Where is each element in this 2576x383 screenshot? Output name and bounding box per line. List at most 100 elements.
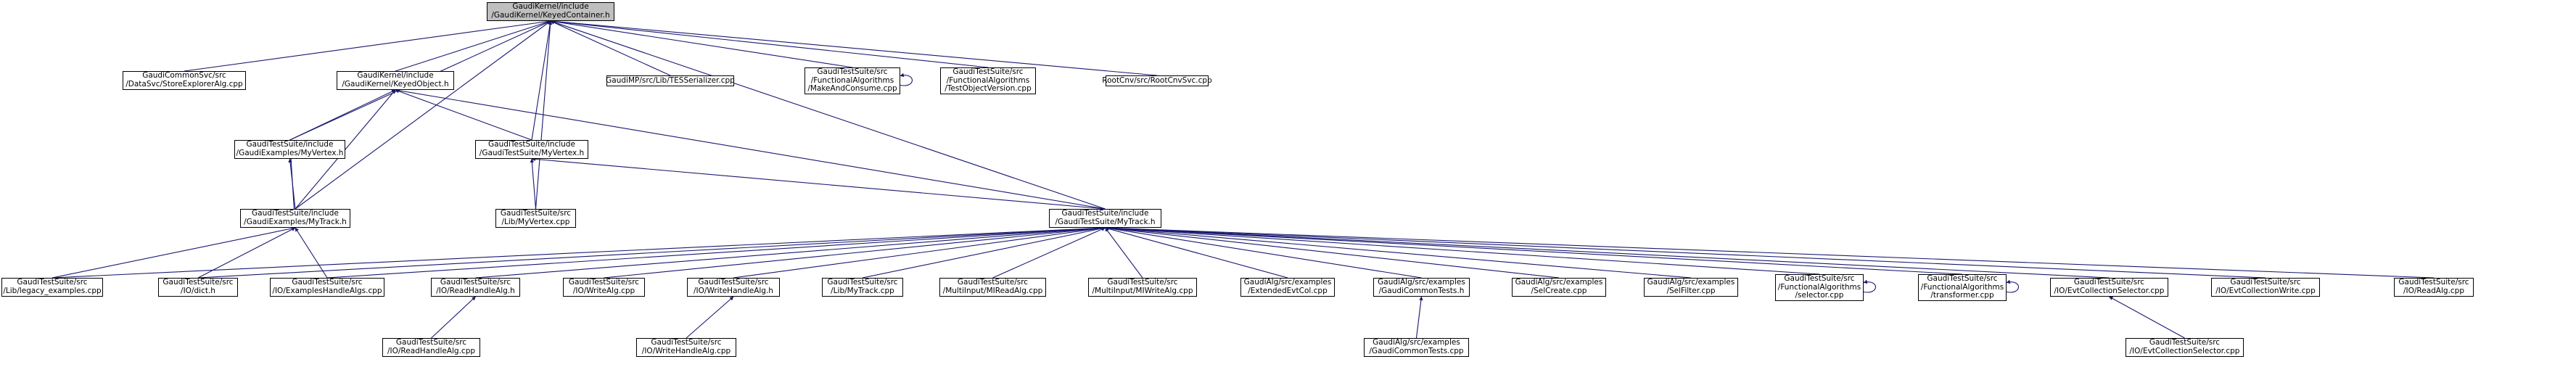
graph-edge [535,20,553,210]
graph-node[interactable]: GaudiTestSuite/src/IO/EvtCollectionSelec… [2126,338,2244,357]
graph-node[interactable]: GaudiTestSuite/src/IO/ReadAlg.cpp [2394,278,2474,297]
graph-node-label-line: GaudiKernel/include [512,2,589,12]
graph-node-label-line: /MakeAndConsume.cpp [807,84,897,94]
graph-node-label-line: /FunctionalAlgorithms [1920,282,2004,292]
graph-node-label-line: /MultiInput/MIReadAlg.cpp [942,287,1043,295]
graph-node[interactable]: GaudiTestSuite/src/IO/WriteHandleAlg.h [687,278,780,297]
graph-edge [1104,226,1692,279]
graph-edge [1104,226,2110,279]
graph-node[interactable]: GaudiTestSuite/src/IO/EvtCollectionSelec… [2050,278,2168,297]
graph-node-label-line: /ExtendedEvtCol.cpp [1248,287,1328,295]
graph-node-label-line: /IO/dict.h [181,287,215,295]
graph-edge [2109,296,2185,339]
graph-node-label-line: GaudiTestSuite/include [252,209,339,218]
graph-node[interactable]: GaudiCommonSvc/src/DataSvc/StoreExplorer… [123,71,246,90]
graph-node[interactable]: GaudiTestSuite/include/GaudiExamples/MyT… [240,209,350,228]
graph-edge [295,227,328,279]
graph-node[interactable]: GaudiKernel/include/GaudiKernel/KeyedObj… [337,71,454,90]
graph-node-label-line: GaudiTestSuite/src [2073,278,2145,287]
graph-node-label-line: /SelFilter.cpp [1666,287,1716,295]
graph-node-label-line: GaudiTestSuite/src [817,67,888,77]
graph-node-label-line: /GaudiKernel/KeyedObject.h [342,80,449,88]
graph-node-label-line: GaudiTestSuite/src [440,278,511,287]
graph-node-label-line: /IO/EvtCollectionSelector.cpp [2054,287,2165,295]
graph-edge [288,158,296,210]
graph-node-label-line: GaudiMP/src/Lib/TESSerializer.cpp [606,75,735,85]
graph-node-label-line: GaudiTestSuite/src [2149,338,2221,347]
graph-edge [686,296,734,339]
graph-edge [1104,226,2266,279]
graph-node-label-line: /IO/WriteHandleAlg.cpp [641,347,731,355]
graph-edge [295,20,551,210]
graph-node-label-line: /GaudiTestSuite/MyVertex.h [479,149,585,157]
graph-edge [862,226,1106,279]
graph-node-label-line: GaudiTestSuite/src [500,209,572,218]
graph-node-label-line: /IO/ReadHandleAlg.h [436,287,515,295]
graph-node-label-line: GaudiAlg/src/examples [1243,278,1332,287]
graph-node[interactable]: RootCnv/src/RootCnvSvc.cpp [1102,75,1212,86]
graph-node-label-line: /Lib/MyVertex.cpp [501,218,570,226]
graph-node-label-line: GaudiAlg/src/examples [1378,278,1465,287]
graph-node-label-line: GaudiAlg/src/examples [1373,338,1460,347]
graph-node-label-line: GaudiTestSuite/src [1927,274,1998,284]
graph-node-label-line: GaudiTestSuite/src [2230,278,2301,287]
graph-edge [1104,226,2435,279]
graph-node[interactable]: GaudiTestSuite/src/FunctionalAlgorithms/… [805,67,900,94]
graph-node-label-line: /IO/ExamplesHandleAlgs.cpp [272,287,382,295]
graph-edge [1105,227,1143,279]
graph-edge [289,89,396,141]
graph-edge [2006,279,2019,293]
graph-node-label-line: GaudiTestSuite/src [1107,278,1178,287]
graph-node[interactable]: GaudiAlg/src/examples/GaudiCommonTests.h [1373,278,1470,297]
graph-node-label-line: /IO/EvtCollectionSelector.cpp [2129,347,2240,355]
graph-node[interactable]: GaudiTestSuite/src/FunctionalAlgorithms/… [1918,274,2007,301]
graph-node[interactable]: GaudiAlg/src/examples/ExtendedEvtCol.cpp [1240,278,1335,297]
graph-edge [992,227,1106,279]
graph-node[interactable]: GaudiTestSuite/src/Lib/legacy_examples.c… [1,278,103,297]
graph-node-label-line: /GaudiExamples/MyVertex.h [236,149,344,157]
graph-node-label-line: GaudiTestSuite/src [1784,274,1855,284]
graph-node-label-line: GaudiTestSuite/src [957,278,1029,287]
graph-node[interactable]: GaudiTestSuite/src/IO/dict.h [158,278,238,297]
graph-node[interactable]: GaudiTestSuite/src/Lib/MyVertex.cpp [495,209,576,228]
graph-node[interactable]: GaudiTestSuite/include/GaudiTestSuite/My… [475,140,588,159]
graph-node[interactable]: GaudiTestSuite/src/MultiInput/MIWriteAlg… [1088,278,1197,297]
graph-edge [530,158,537,210]
graph-edge [1415,296,1423,339]
graph-node-label-line: /selector.cpp [1795,291,1844,300]
graph-edge [52,226,296,279]
graph-edge [550,19,989,68]
graph-node[interactable]: GaudiTestSuite/src/IO/WriteAlg.cpp [563,278,645,297]
graph-node[interactable]: GaudiAlg/src/examples/SelCreate.cpp [1512,278,1606,297]
graph-node-label-line: /Lib/MyTrack.cpp [831,287,894,295]
graph-node[interactable]: GaudiAlg/src/examples/GaudiCommonTests.c… [1364,338,1469,357]
graph-node-label-line: /GaudiExamples/MyTrack.h [244,218,347,226]
graph-node[interactable]: GaudiTestSuite/src/FunctionalAlgorithms/… [940,67,1036,94]
graph-node-label-line: /FunctionalAlgorithms [1777,282,1861,292]
graph-node[interactable]: GaudiTestSuite/src/IO/ReadHandleAlg.h [431,278,520,297]
graph-node[interactable]: GaudiAlg/src/examples/SelFilter.cpp [1644,278,1738,297]
graph-node[interactable]: GaudiTestSuite/src/IO/ExamplesHandleAlgs… [270,278,384,297]
graph-node[interactable]: GaudiTestSuite/src/IO/WriteHandleAlg.cpp [636,338,736,357]
graph-node[interactable]: GaudiTestSuite/src/MultiInput/MIReadAlg.… [939,278,1046,297]
graph-node-label-line: GaudiTestSuite/src [395,338,467,347]
graph-node-label-line: /GaudiCommonTests.cpp [1369,347,1464,355]
graph-node[interactable]: GaudiTestSuite/src/FunctionalAlgorithms/… [1775,274,1864,301]
graph-node[interactable]: GaudiTestSuite/include/GaudiTestSuite/My… [1049,209,1161,228]
graph-node[interactable]: GaudiTestSuite/src/IO/ReadHandleAlg.cpp [382,338,480,357]
graph-edge [733,226,1106,279]
graph-node-label-line: /GaudiCommonTests.h [1378,287,1465,295]
graph-edge [395,20,551,72]
graph-node[interactable]: GaudiTestSuite/src/IO/EvtCollectionWrite… [2211,278,2320,297]
graph-node-root[interactable]: GaudiKernel/include/GaudiKernel/KeyedCon… [487,2,614,21]
graph-node[interactable]: GaudiMP/src/Lib/TESSerializer.cpp [606,75,735,86]
graph-node-label-line: GaudiTestSuite/include [1061,209,1149,218]
graph-node-label-line: /DataSvc/StoreExplorerAlg.cpp [125,80,243,88]
graph-node-label-line: GaudiTestSuite/src [568,278,640,287]
graph-node[interactable]: GaudiTestSuite/src/Lib/MyTrack.cpp [822,278,903,297]
graph-node[interactable]: GaudiTestSuite/include/GaudiExamples/MyV… [234,140,345,159]
graph-node-label-line: GaudiTestSuite/src [651,338,722,347]
graph-edge [1104,226,1820,275]
graph-edge [531,20,552,141]
